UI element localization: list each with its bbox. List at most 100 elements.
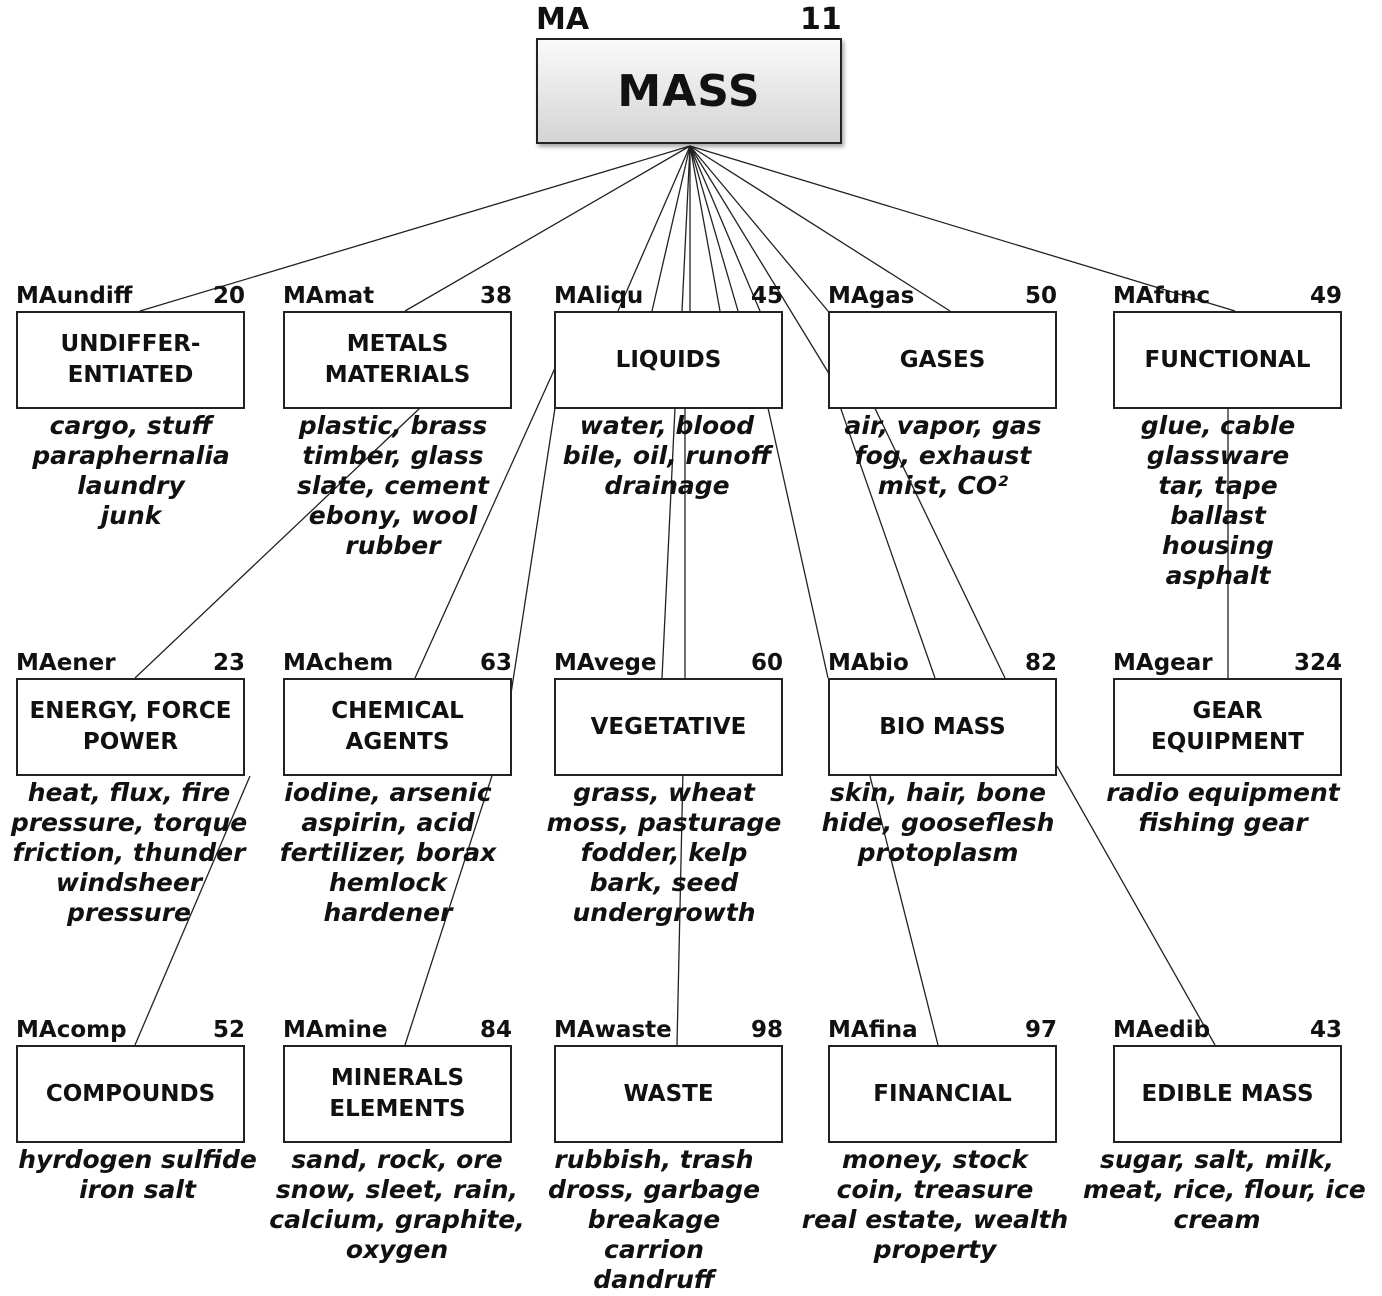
link-bio-gas [689, 145, 829, 373]
node-box: ENERGY, FORCE POWER [16, 678, 245, 776]
node-title: LIQUIDS [615, 346, 722, 373]
node-count: 63 [479, 650, 512, 676]
node-code: MAliqu [554, 283, 644, 309]
link-waste-upper [681, 145, 691, 312]
example-item: dross, garbage [547, 1175, 761, 1204]
node-box: BIO MASS [828, 678, 1057, 776]
example-item: radio equipment [1106, 778, 1340, 807]
link-func [689, 145, 1236, 312]
node-edib: MAedib 43 EDIBLE MASS sugar, salt, milk,… [1083, 1017, 1366, 1234]
example-item: hemlock [329, 868, 447, 897]
example-item: laundry [77, 471, 185, 500]
example-item: hide, gooseflesh [821, 808, 1055, 837]
link-vege-2 [661, 407, 676, 679]
node-code: MAbio [828, 650, 909, 676]
node-examples: rubbish, trash dross, garbage breakage c… [529, 1145, 779, 1295]
node-examples: skin, hair, bone hide, gooseflesh protop… [813, 778, 1063, 868]
node-box: GASES [828, 311, 1057, 409]
link-comp [134, 775, 251, 1046]
node-title: BIO MASS [879, 713, 1006, 740]
example-item: housing [1162, 531, 1274, 560]
node-code: MAchem [283, 650, 394, 676]
example-item: breakage [587, 1205, 721, 1234]
link-mine [509, 407, 556, 701]
example-item: pressure, torque [10, 808, 248, 837]
node-examples: plastic, brass timber, glass slate, ceme… [268, 411, 518, 561]
node-title: FUNCTIONAL [1144, 346, 1311, 373]
example-item: ebony, wool [308, 501, 478, 530]
node-box: COMPOUNDS [16, 1045, 245, 1143]
node-count: 98 [750, 1017, 783, 1043]
example-item: slate, cement [297, 471, 489, 500]
example-item: plastic, brass [298, 411, 488, 440]
node-code: MAmat [283, 283, 375, 309]
example-item: real estate, wealth [801, 1205, 1069, 1234]
node-ener: MAener 23 ENERGY, FORCE POWER heat, flux… [11, 650, 247, 927]
link-edib-upper [689, 145, 761, 312]
example-item: meat, rice, flour, ice [1083, 1175, 1366, 1204]
node-code: MAvege [554, 650, 657, 676]
link-liqu-2 [651, 145, 691, 312]
node-title: CHEMICAL AGENTS [331, 698, 464, 755]
node-examples: water, blood bile, oil, runoff drainage [542, 411, 792, 501]
node-examples: sugar, salt, milk, meat, rice, flour, ic… [1083, 1145, 1366, 1235]
link-ener [134, 407, 421, 679]
node-examples: air, vapor, gas fog, exhaust mist, CO² [818, 411, 1068, 501]
root-code: MA [536, 2, 590, 37]
node-undiff: MAundiff 20 UNDIFFER- ENTIATED cargo, st… [16, 283, 245, 530]
node-title: MINERALS ELEMENTS [329, 1065, 466, 1122]
node-box: EDIBLE MASS [1113, 1045, 1342, 1143]
node-count: 20 [212, 283, 245, 309]
node-code: MAwaste [554, 1017, 672, 1043]
example-item: drainage [604, 471, 730, 500]
link-gas [689, 145, 951, 312]
example-item: money, stock [842, 1145, 1028, 1174]
node-count: 38 [479, 283, 512, 309]
node-box: UNDIFFER- ENTIATED [16, 311, 245, 409]
example-item: heat, flux, fire [27, 778, 231, 807]
example-item: junk [100, 501, 162, 530]
node-examples: hyrdogen sulfide iron salt [10, 1145, 265, 1205]
node-box: METALS MATERIALS [283, 311, 512, 409]
node-liqu: MAliqu 45 LIQUIDS water, blood bile, oil… [554, 283, 783, 500]
example-item: grass, wheat [573, 778, 755, 807]
example-item: cream [1173, 1205, 1261, 1234]
example-item: air, vapor, gas [844, 411, 1042, 440]
node-examples: iodine, arsenic aspirin, acid fertilizer… [263, 778, 513, 928]
node-code: MAundiff [16, 283, 133, 309]
node-count: 50 [1024, 283, 1057, 309]
node-mine: MAmine 84 MINERALS ELEMENTS sand, rock, … [269, 1017, 524, 1264]
root-title: MASS [617, 65, 761, 117]
example-item: friction, thunder [12, 838, 246, 867]
node-count: 52 [212, 1017, 245, 1043]
example-item: paraphernalia [32, 441, 230, 470]
example-item: tar, tape [1158, 471, 1278, 500]
node-count: 84 [479, 1017, 512, 1043]
example-item: skin, hair, bone [830, 778, 1046, 807]
example-item: hardener [323, 898, 453, 927]
node-code: MAgear [1113, 650, 1213, 676]
node-code: MAfina [828, 1017, 918, 1043]
node-examples: grass, wheat moss, pasturage fodder, kel… [539, 778, 789, 928]
example-item: carrion [604, 1235, 704, 1264]
example-item: hyrdogen sulfide [18, 1145, 257, 1174]
example-item: sand, rock, ore [291, 1145, 503, 1174]
node-title: GEAR EQUIPMENT [1151, 698, 1304, 755]
example-item: bark, seed [589, 868, 739, 897]
example-item: cargo, stuff [49, 411, 213, 440]
link-edib-mid [689, 145, 829, 312]
node-count: 49 [1309, 283, 1342, 309]
node-gear: MAgear 324 GEAR EQUIPMENT radio equipmen… [1106, 650, 1342, 837]
node-code: MAfunc [1113, 283, 1211, 309]
example-item: glue, cable [1140, 411, 1296, 440]
example-item: windsheer [55, 868, 203, 897]
node-title: GASES [899, 346, 986, 373]
example-item: moss, pasturage [546, 808, 782, 837]
node-box: WASTE [554, 1045, 783, 1143]
node-box: MINERALS ELEMENTS [283, 1045, 512, 1143]
node-title: METALS MATERIALS [324, 331, 471, 388]
link-fina-2 [869, 775, 939, 1046]
node-examples: sand, rock, ore snow, sleet, rain, calci… [267, 1145, 527, 1265]
link-undiff [139, 145, 691, 312]
